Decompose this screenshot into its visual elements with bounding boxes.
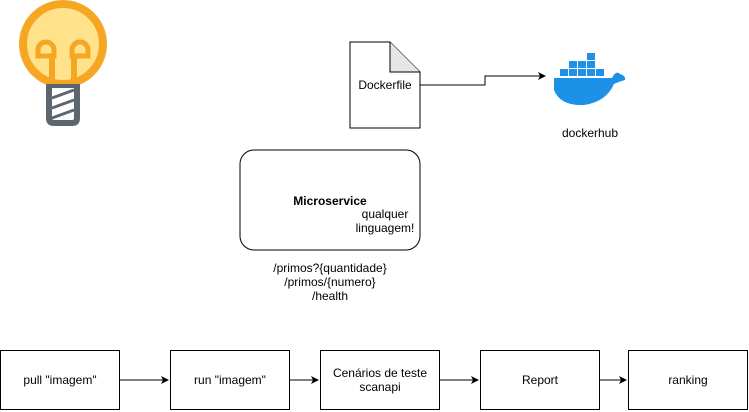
pipeline-step-label: Report (521, 373, 559, 387)
pipeline-step-label: ranking (668, 373, 708, 387)
pipeline-step-pull-image: pull "imagem" (0, 350, 120, 410)
endpoint-label-1: /primos?{quantidade} (273, 261, 387, 275)
pipeline-step-ranking: ranking (628, 350, 748, 410)
pipeline-step-report: Report (480, 350, 600, 410)
microservice-subtitle-line1: qualquer (361, 207, 409, 221)
pipeline-step-test-scenarios: Cenários de teste scanapi (320, 350, 440, 410)
dockerhub-label: dockerhub (561, 126, 619, 140)
pipeline-step-sublabel: scanapi (359, 380, 401, 394)
microservice-box (239, 149, 421, 251)
pipeline-step-run-image: run "imagem" (170, 350, 290, 410)
endpoint-label-2: /primos/{numero} (284, 275, 376, 289)
dockerfile-label: Dockerfile (358, 78, 412, 92)
pipeline-step-label: pull "imagem" (23, 373, 97, 387)
lightbulb-icon (19, 0, 107, 126)
endpoint-label-3: /health (311, 289, 349, 303)
docker-whale-icon (554, 53, 626, 106)
pipeline-step-label: Cenários de teste (332, 366, 428, 380)
dockerfile-document (349, 41, 421, 129)
microservice-title: Microservice (293, 194, 367, 208)
microservice-subtitle-line2: linguagem! (355, 221, 415, 235)
pipeline-step-label: run "imagem" (194, 373, 266, 387)
dockerfile-to-dockerhub-arrow (420, 72, 546, 86)
